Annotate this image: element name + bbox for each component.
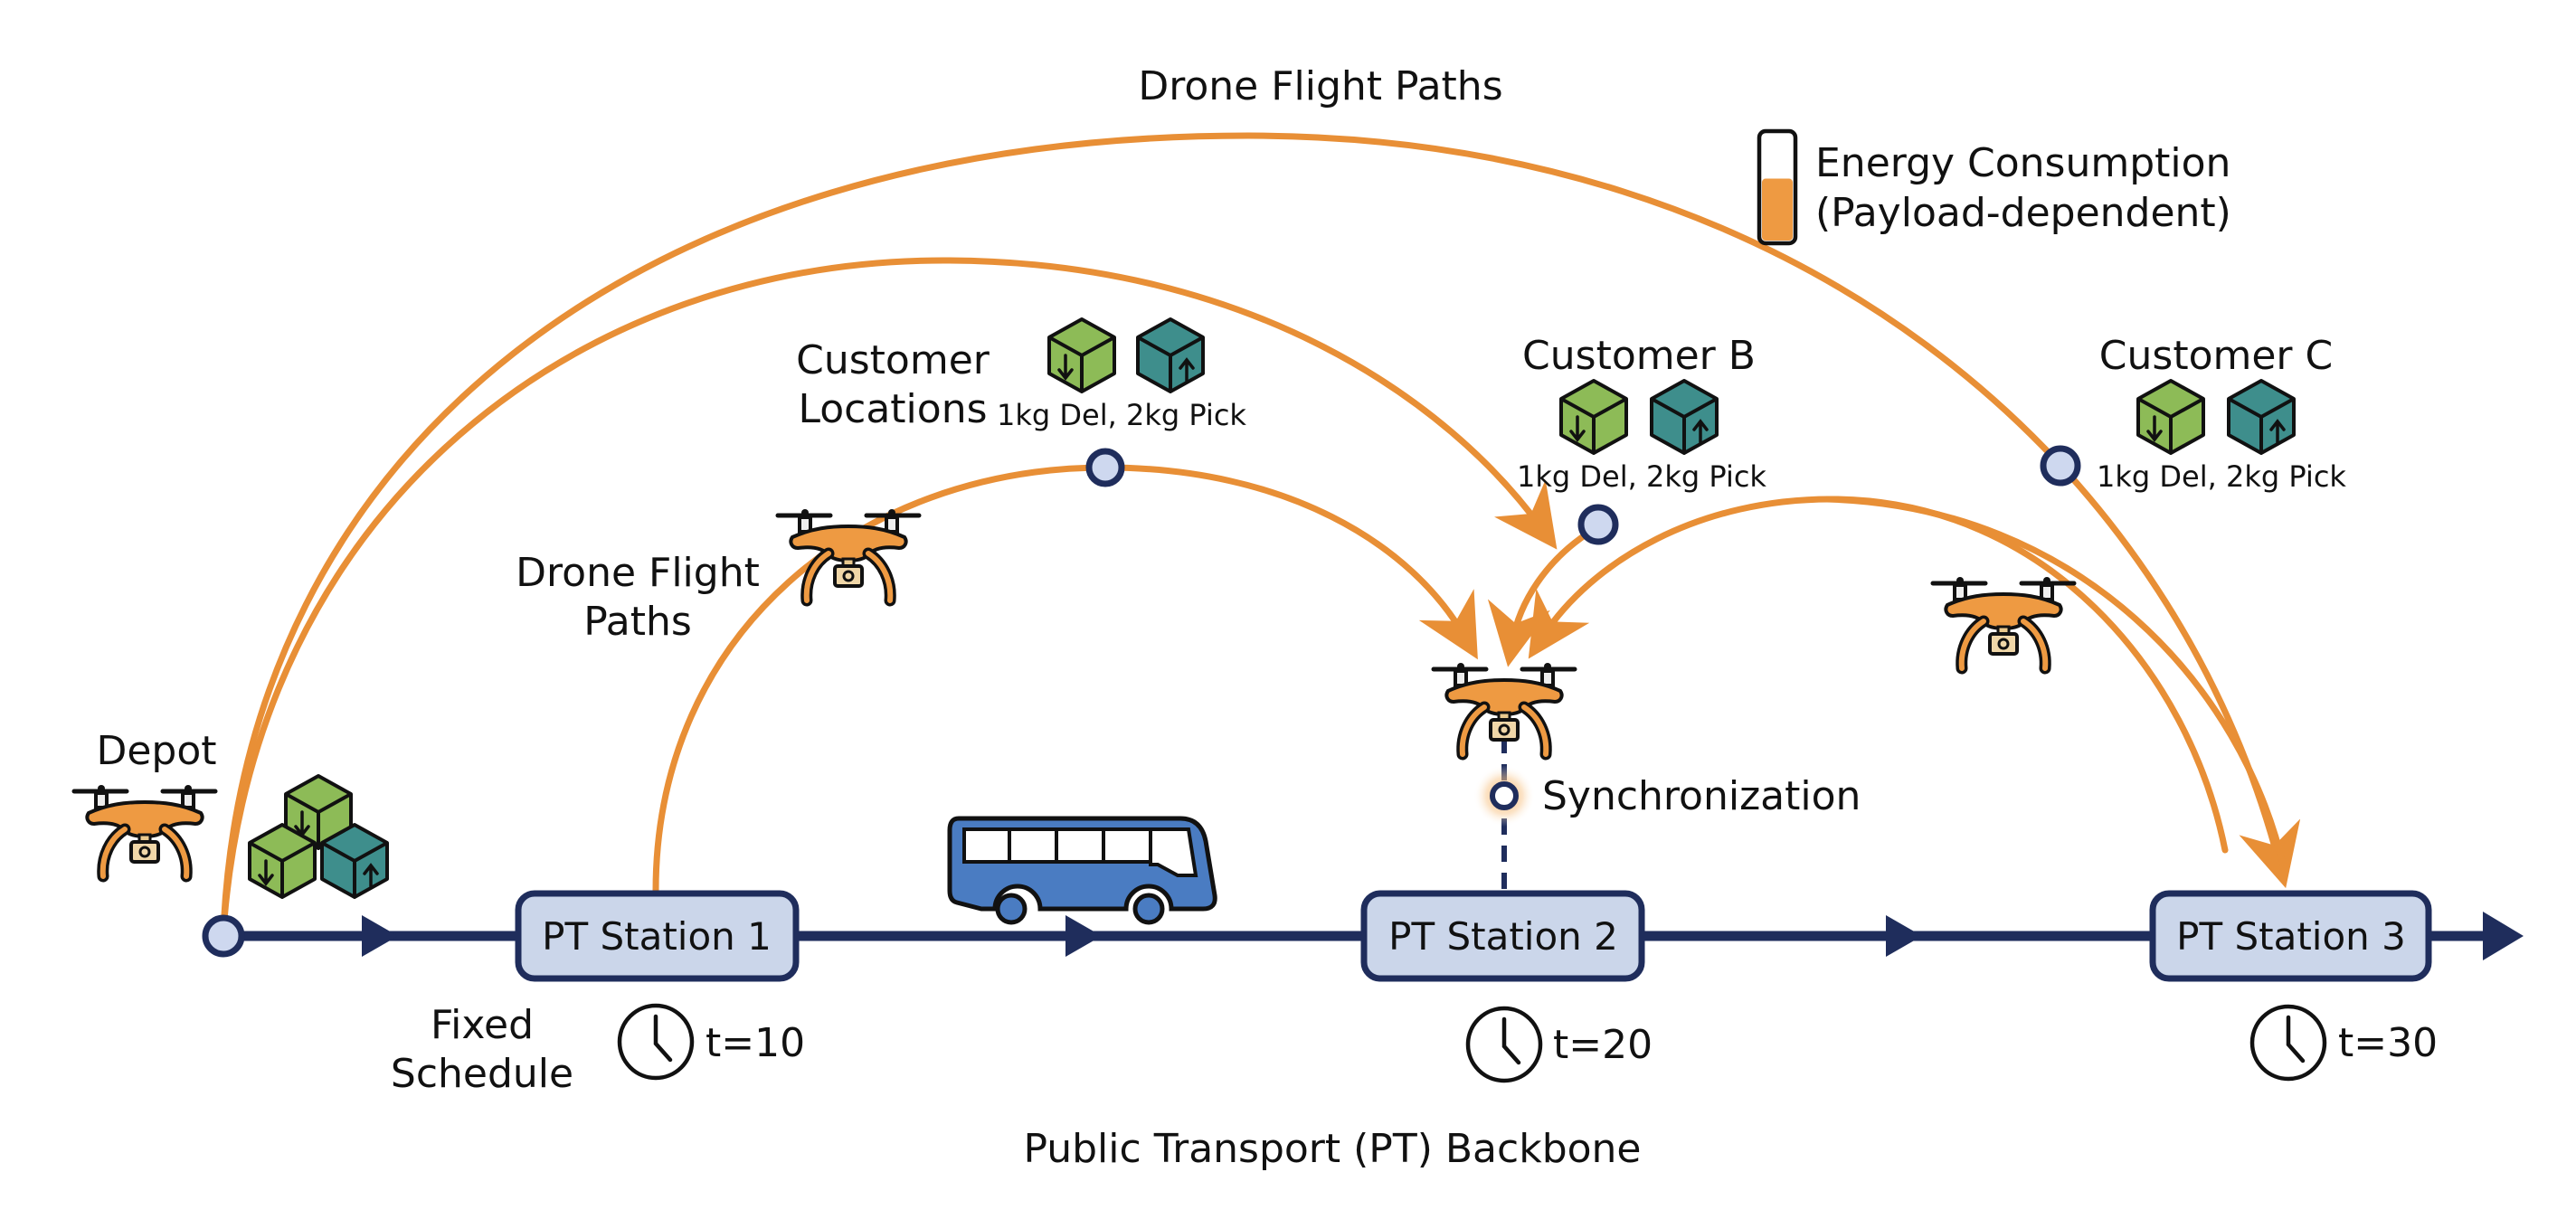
- clock-icon: [1468, 1008, 1540, 1081]
- customer-a-payload: 1kg Del, 2kg Pick: [997, 398, 1246, 432]
- station-3-label: PT Station 3: [2176, 914, 2406, 959]
- pickup-box-icon: [1136, 317, 1205, 393]
- backbone-arrow-3: [1886, 915, 1922, 957]
- customer-c-node[interactable]: [2040, 445, 2081, 487]
- flight-path-customer-b-to-sync-drone: [1487, 530, 1591, 667]
- energy-legend-line2: (Payload-dependent): [1815, 190, 2231, 236]
- drone-icon: [1933, 577, 2074, 668]
- station-1-time: t=10: [706, 1020, 805, 1066]
- customer-locations-label-line2: Locations: [798, 386, 987, 432]
- customer-b-node[interactable]: [1577, 504, 1619, 545]
- delivery-box-icon: [1047, 317, 1116, 393]
- pt-station-2[interactable]: PT Station 2: [1360, 890, 1645, 982]
- title-drone-flight-paths: Drone Flight Paths: [1138, 63, 1502, 109]
- customer-b-payload: 1kg Del, 2kg Pick: [1517, 459, 1766, 494]
- fixed-schedule-label-line1: Fixed: [431, 1002, 534, 1048]
- depot-label: Depot: [96, 728, 216, 774]
- customer-b-label: Customer B: [1522, 333, 1756, 379]
- depot-parcels-icon: [248, 774, 389, 899]
- sync-node[interactable]: [1490, 781, 1519, 810]
- customer-a-node[interactable]: [1085, 448, 1125, 487]
- backbone-arrow-1: [362, 915, 398, 957]
- pickup-box-icon: [1650, 379, 1719, 455]
- bus-icon: [947, 816, 1217, 925]
- depot-node[interactable]: [202, 914, 245, 958]
- pt-station-1[interactable]: PT Station 1: [515, 890, 800, 982]
- depot-drone-icon: [74, 785, 215, 876]
- energy-legend-line1: Energy Consumption: [1815, 140, 2230, 186]
- delivery-box-icon: [2136, 379, 2205, 455]
- clock-icon: [2252, 1007, 2325, 1079]
- energy-legend: Energy Consumption (Payload-dependent): [1757, 128, 2231, 246]
- flight-path-station1-to-sync-drone: [652, 464, 1478, 894]
- backbone-arrow-2: [1065, 915, 1102, 957]
- customer-locations-label-line1: Customer: [796, 337, 990, 383]
- flight-path-depot-to-station3-outer: [220, 132, 2301, 935]
- customer-c-payload: 1kg Del, 2kg Pick: [2097, 459, 2346, 494]
- backbone-label: Public Transport (PT) Backbone: [1023, 1126, 1641, 1172]
- flight-path-depot-to-customer-b: [220, 257, 1558, 935]
- backbone-end-arrow: [2483, 912, 2524, 960]
- station-2-label: PT Station 2: [1388, 914, 1618, 959]
- drone-flight-paths: [220, 132, 2301, 935]
- station-3-time: t=30: [2338, 1020, 2438, 1066]
- synchronization-label: Synchronization: [1542, 773, 1861, 819]
- energy-bar-fill: [1762, 178, 1793, 241]
- delivery-box-icon: [1559, 379, 1628, 455]
- flight-path-sync-to-station3-inner: [1823, 496, 2287, 872]
- station-1-label: PT Station 1: [542, 914, 772, 959]
- drone-icon: [778, 509, 919, 600]
- station-2-time: t=20: [1553, 1022, 1653, 1068]
- drone-flight-paths-label-line1: Drone Flight: [516, 550, 760, 596]
- pt-station-3[interactable]: PT Station 3: [2149, 890, 2432, 982]
- sync-drone-icon: [1434, 663, 1575, 754]
- clock-icon: [620, 1006, 692, 1078]
- fixed-schedule-label-line2: Schedule: [391, 1051, 573, 1097]
- drone-flight-paths-label-line2: Paths: [583, 599, 692, 645]
- pickup-box-icon: [2227, 379, 2296, 455]
- customer-c-label: Customer C: [2099, 333, 2333, 379]
